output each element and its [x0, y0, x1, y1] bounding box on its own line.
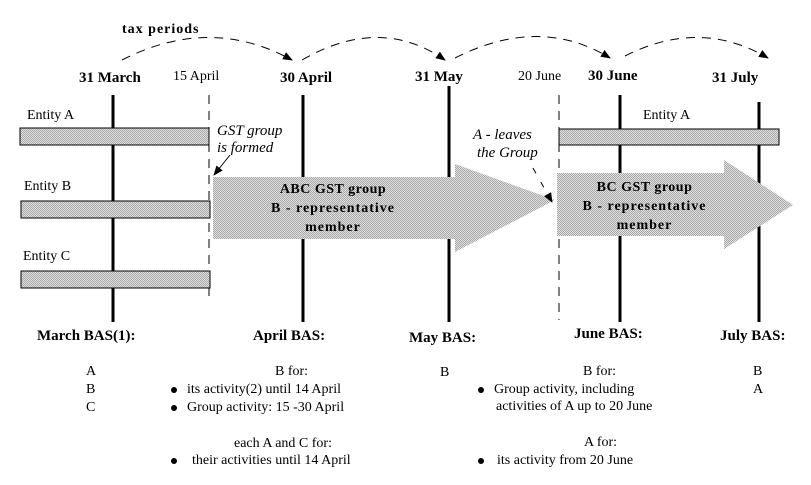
march-bas-title: March BAS(1):	[37, 328, 136, 344]
date-15-april: 15 April	[173, 69, 220, 84]
march-bas-item: C	[86, 400, 96, 415]
date-20-june: 20 June	[518, 69, 562, 84]
bullet	[171, 387, 177, 393]
tax-periods-label: tax periods	[122, 22, 200, 37]
entity-b-label: Entity B	[24, 179, 72, 194]
april-bas-title: April BAS:	[253, 328, 326, 344]
june-bas-title: June BAS:	[574, 326, 643, 342]
group-formed-annotation-line1: GST group	[217, 123, 283, 139]
june-bas-b-for: B for:	[583, 364, 617, 379]
march-bas-item: A	[86, 364, 97, 379]
entity-a-after-bar	[558, 128, 780, 146]
abc-group-member-line: member	[305, 220, 361, 235]
july-bas-title: July BAS:	[720, 328, 786, 344]
bc-group-title: BC GST group	[596, 180, 693, 195]
tax-period-arc-april-may	[301, 37, 446, 61]
june-bas-b-item-line1: Group activity, including	[494, 382, 635, 397]
april-bas-ac-for: each A and C for:	[234, 436, 332, 451]
april-bas-b-item: Group activity: 15 -30 April	[187, 400, 345, 415]
tax-period-arc-may-june	[454, 36, 611, 59]
a-leaves-annotation-line2: the Group	[477, 145, 538, 161]
bc-group-arrow	[557, 160, 793, 249]
march-bas-item: B	[86, 382, 96, 397]
abc-group-rep-line: B - representative	[270, 201, 395, 216]
date-30-april: 30 April	[280, 70, 333, 86]
may-bas-title: May BAS:	[409, 330, 477, 346]
entity-a-after-label: Entity A	[643, 108, 691, 123]
tax-period-arc-june-july	[624, 37, 769, 59]
june-bas-a-for: A for:	[584, 435, 618, 450]
date-31-july: 31 July	[712, 70, 759, 86]
entity-c-label: Entity C	[23, 249, 71, 264]
may-bas-item: B	[440, 365, 450, 380]
entity-c-bar	[20, 270, 211, 289]
abc-group-title: ABC GST group	[279, 182, 387, 197]
bullet	[478, 458, 484, 464]
a-leaves-annotation-line1: A - leaves	[473, 127, 532, 143]
bullet	[478, 387, 484, 393]
april-bas-ac-item: their activities until 14 April	[192, 453, 351, 468]
date-30-june: 30 June	[588, 68, 638, 84]
date-31-march: 31 March	[79, 70, 141, 86]
abc-group-arrow	[213, 164, 555, 252]
bc-group-member-line: member	[616, 218, 673, 233]
a-leaves-pointer	[532, 167, 553, 203]
tax-period-arc-march-april	[121, 37, 293, 61]
june-bas-a-item: its activity from 20 June	[497, 453, 634, 468]
april-bas-b-for: B for:	[275, 364, 309, 379]
entity-a-label: Entity A	[27, 108, 75, 123]
bullet	[171, 458, 177, 464]
april-bas-b-item: its activity(2) until 14 April	[187, 382, 341, 397]
july-bas-item: B	[753, 364, 763, 379]
entity-a-bar	[19, 127, 210, 146]
bc-group-rep-line: B - representative	[582, 199, 707, 214]
june-bas-b-item-line2: activities of A up to 20 June	[496, 399, 653, 414]
group-formed-annotation-line2: is formed	[217, 140, 274, 156]
bullet	[171, 405, 177, 411]
entity-b-bar	[20, 200, 211, 219]
group-formed-pointer	[213, 154, 231, 176]
date-31-may: 31 May	[415, 69, 463, 85]
july-bas-item: A	[753, 382, 764, 397]
